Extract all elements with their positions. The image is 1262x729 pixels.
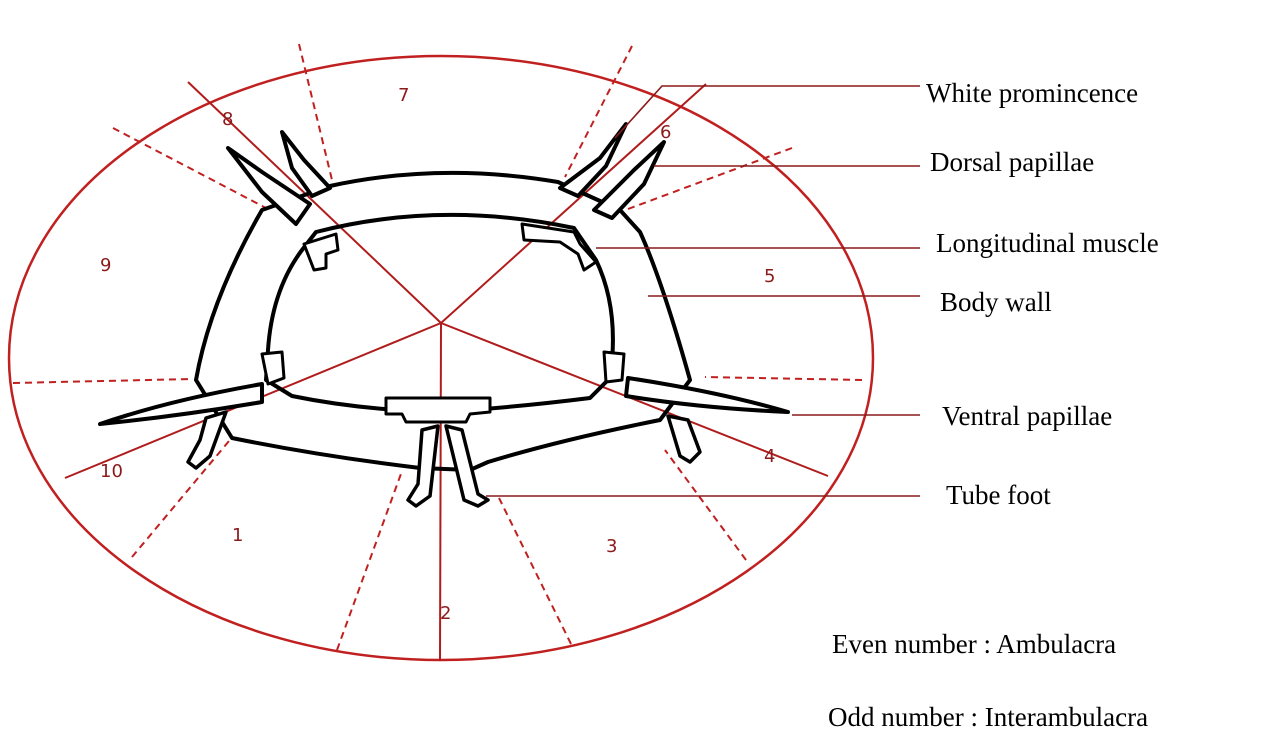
sector-number-3: 3	[606, 536, 617, 557]
sector-number-8: 8	[222, 109, 233, 130]
legend: Even number : Ambulacra Odd number : Int…	[828, 629, 1148, 729]
sector-number-6: 6	[660, 122, 671, 143]
sector-number-5: 5	[764, 266, 775, 287]
callout-labels: White promincence Dorsal papillae Longit…	[926, 78, 1159, 510]
label-dorsal-papillae: Dorsal papillae	[930, 147, 1094, 177]
sector-number-10: 10	[100, 461, 123, 482]
radial-axes	[65, 82, 828, 661]
legend-odd: Odd number : Interambulacra	[828, 702, 1148, 729]
sector-number-1: 1	[232, 525, 243, 546]
leader-lines	[486, 86, 920, 496]
label-ventral-papillae: Ventral papillae	[942, 401, 1112, 431]
sector-number-9: 9	[100, 255, 111, 276]
sector-number-2: 2	[440, 603, 451, 624]
label-tube-foot: Tube foot	[946, 480, 1051, 510]
dashed-dividers	[13, 44, 862, 650]
label-body-wall: Body wall	[940, 287, 1052, 317]
label-longitudinal-muscle: Longitudinal muscle	[936, 228, 1159, 258]
legend-even: Even number : Ambulacra	[832, 629, 1116, 659]
sector-number-7: 7	[398, 85, 409, 106]
label-white-prominence: White promincence	[926, 78, 1138, 108]
sector-number-4: 4	[764, 446, 775, 467]
